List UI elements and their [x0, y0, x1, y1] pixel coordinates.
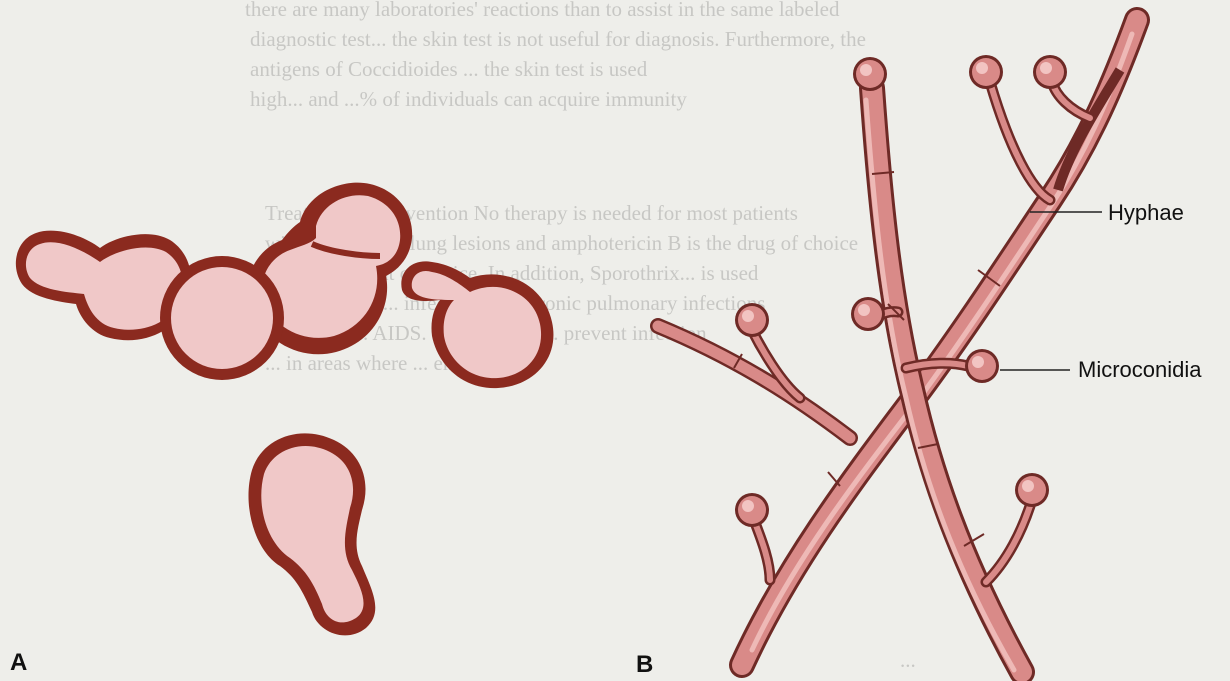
- microconidium: [969, 55, 1003, 89]
- budding-yeast-cell: [248, 433, 375, 635]
- microconidium: [1033, 55, 1067, 89]
- microconidium: [735, 303, 769, 337]
- hypha-strand: [866, 88, 1022, 672]
- hypha-branch: [1058, 70, 1120, 190]
- hyphae-label: Hyphae: [1108, 200, 1184, 226]
- budding-yeast-cell: [401, 261, 553, 388]
- round-yeast-cell: [160, 256, 284, 380]
- microconidium: [965, 349, 999, 383]
- microconidium: [851, 297, 885, 331]
- microconidium: [1015, 473, 1049, 507]
- microconidia-label: Microconidia: [1078, 357, 1202, 383]
- panel-a-label: A: [10, 649, 27, 677]
- panel-b-label: B: [636, 651, 653, 679]
- microconidium: [853, 57, 887, 91]
- panel-b-hyphae: [658, 20, 1137, 672]
- panel-a-yeast-cells: [16, 183, 554, 636]
- microconidium: [735, 493, 769, 527]
